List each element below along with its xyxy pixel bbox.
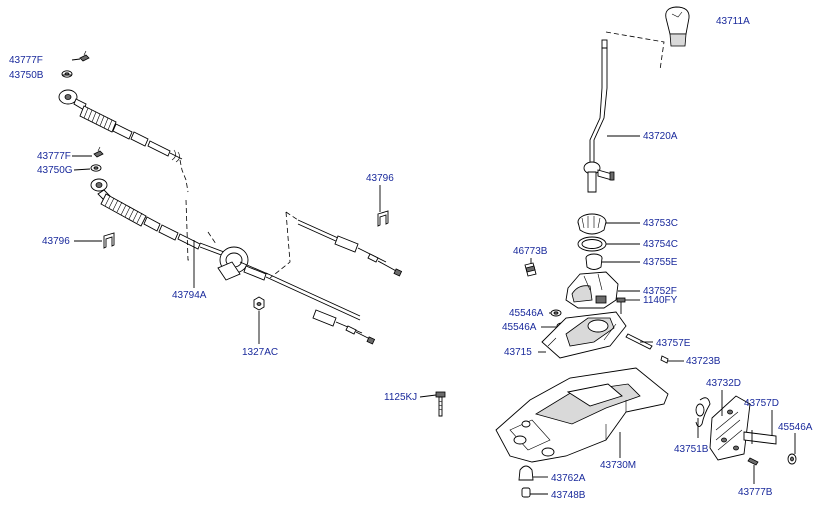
label-43730M: 43730M <box>600 460 636 471</box>
label-43796-left: 43796 <box>42 236 70 247</box>
label-43796-right: 43796 <box>366 173 394 184</box>
clip-43777F-mid <box>93 146 104 158</box>
pin-43757E <box>625 333 653 350</box>
spring-clip-43751B <box>695 397 711 427</box>
label-1327AC: 1327AC <box>242 347 278 358</box>
label-43777B: 43777B <box>738 487 773 498</box>
housing-43752F <box>565 271 619 309</box>
clip-43777F-top <box>79 50 90 62</box>
label-45546A-a: 45546A <box>509 308 544 319</box>
pin-43723B <box>660 355 669 364</box>
label-43750B: 43750B <box>9 70 44 81</box>
label-46773B: 46773B <box>513 246 548 257</box>
base-43715 <box>541 311 627 359</box>
bolt-1140FY <box>616 297 626 314</box>
shift-lever-43720A <box>583 39 615 193</box>
label-43777F-mid: 43777F <box>37 151 71 162</box>
washer-43750G <box>90 164 102 172</box>
ring-43754C <box>577 236 607 252</box>
shift-cable-lower <box>90 178 376 345</box>
label-43762A: 43762A <box>551 473 586 484</box>
ref-line-1 <box>179 159 189 193</box>
label-43757E: 43757E <box>656 338 691 349</box>
retainer-46773B <box>524 262 537 277</box>
bush-43762A <box>518 465 534 481</box>
label-43720A: 43720A <box>643 131 678 142</box>
label-43751B: 43751B <box>674 444 709 455</box>
label-45546A-c: 45546A <box>778 422 813 433</box>
shift-knob-43711A <box>665 6 690 47</box>
seat-43755E <box>585 253 603 270</box>
label-1140FY: 1140FY <box>643 295 678 306</box>
clip-43796-left <box>103 232 115 249</box>
clip-43796-right <box>377 210 389 227</box>
washer-43750B <box>61 70 73 78</box>
ref-line-2 <box>185 199 192 261</box>
label-43750G: 43750G <box>37 165 73 176</box>
ref-line-4 <box>285 211 299 221</box>
label-43748B: 43748B <box>551 490 586 501</box>
shaft-43757D <box>743 430 777 445</box>
bracket-43730M <box>495 367 669 463</box>
ref-line-5 <box>207 231 217 245</box>
label-43711A: 43711A <box>716 16 750 27</box>
nut-1327AC <box>253 296 265 311</box>
label-43715: 43715 <box>504 347 532 358</box>
label-43732D: 43732D <box>706 378 741 389</box>
label-43752F: 43752F <box>643 286 677 297</box>
label-43753C: 43753C <box>643 218 678 229</box>
label-43777F-top: 43777F <box>9 55 43 66</box>
label-1125KJ: 1125KJ <box>384 392 417 403</box>
ref-line-knob <box>605 31 665 71</box>
label-43754C: 43754C <box>643 239 678 250</box>
clip-43777B <box>747 457 759 466</box>
label-43794A: 43794A <box>172 290 207 301</box>
shift-cable-right-upper <box>297 219 403 277</box>
washer-45546A-c <box>787 453 797 465</box>
plate-43732D <box>709 395 751 461</box>
label-45546A-b: 45546A <box>502 322 537 333</box>
label-43757D: 43757D <box>744 398 779 409</box>
label-43723B: 43723B <box>686 356 721 367</box>
bushing-43753C <box>577 213 607 235</box>
label-43755E: 43755E <box>643 257 678 268</box>
washer-45546A-a <box>550 309 562 317</box>
bush-43748B <box>521 487 531 498</box>
ref-line-3 <box>269 211 291 279</box>
shift-cable-upper <box>58 89 183 163</box>
bolt-1125KJ <box>435 391 446 417</box>
